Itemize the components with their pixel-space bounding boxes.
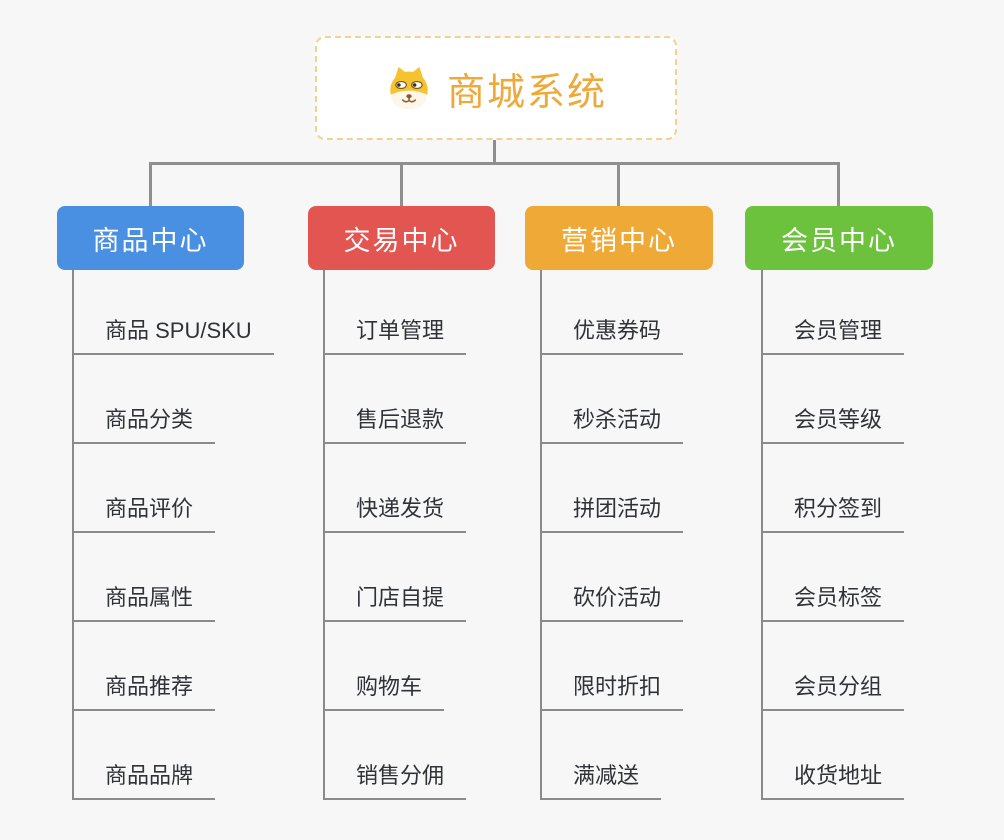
connector-drop-trade: [400, 162, 403, 207]
connector-drop-product: [149, 162, 152, 207]
branch-label: 会员中心: [781, 225, 897, 256]
leaf-node[interactable]: 收货地址: [761, 763, 905, 800]
leaf-node[interactable]: 订单管理: [323, 318, 467, 355]
leaf-node[interactable]: 商品分类: [72, 407, 216, 444]
leaf-node[interactable]: 商品属性: [72, 585, 216, 622]
leaf-node[interactable]: 优惠券码: [540, 318, 684, 355]
leaf-node[interactable]: 会员等级: [761, 407, 905, 444]
leaf-node[interactable]: 门店自提: [323, 585, 467, 622]
branch-node-marketing-center[interactable]: 营销中心: [525, 206, 713, 270]
connector-root-stub: [493, 140, 496, 163]
leaf-node[interactable]: 商品评价: [72, 496, 216, 533]
dog-face-icon: [385, 64, 433, 112]
leaf-node[interactable]: 快递发货: [323, 496, 467, 533]
leaf-node[interactable]: 商品推荐: [72, 674, 216, 711]
branch-children-trade-center: 订单管理 售后退款 快递发货 门店自提 购物车 销售分佣: [323, 270, 467, 800]
branch-label: 营销中心: [561, 225, 677, 256]
branch-node-product-center[interactable]: 商品中心: [57, 206, 244, 270]
branch-children-marketing-center: 优惠券码 秒杀活动 拼团活动 砍价活动 限时折扣 满减送: [540, 270, 684, 800]
branch-label: 商品中心: [92, 225, 209, 256]
leaf-node[interactable]: 秒杀活动: [540, 407, 684, 444]
root-title: 商城系统: [446, 71, 607, 114]
branch-children-product-center: 商品 SPU/SKU 商品分类 商品评价 商品属性 商品推荐 商品品牌: [72, 270, 274, 800]
branch-label: 交易中心: [343, 225, 460, 256]
leaf-node[interactable]: 砍价活动: [540, 585, 684, 622]
leaf-node[interactable]: 会员管理: [761, 318, 905, 355]
leaf-node[interactable]: 售后退款: [323, 407, 467, 444]
leaf-node[interactable]: 拼团活动: [540, 496, 684, 533]
connector-drop-marketing: [617, 162, 620, 207]
root-node[interactable]: 商城系统: [315, 36, 677, 140]
leaf-node[interactable]: 限时折扣: [540, 674, 684, 711]
leaf-node[interactable]: 积分签到: [761, 496, 905, 533]
leaf-node[interactable]: 商品品牌: [72, 763, 216, 800]
leaf-node[interactable]: 销售分佣: [323, 763, 467, 800]
leaf-node[interactable]: 会员标签: [761, 585, 905, 622]
branch-children-member-center: 会员管理 会员等级 积分签到 会员标签 会员分组 收货地址: [761, 270, 905, 800]
branch-node-trade-center[interactable]: 交易中心: [308, 206, 495, 270]
leaf-node[interactable]: 会员分组: [761, 674, 905, 711]
leaf-node[interactable]: 商品 SPU/SKU: [72, 318, 274, 355]
leaf-node[interactable]: 购物车: [323, 674, 445, 711]
branch-node-member-center[interactable]: 会员中心: [745, 206, 933, 270]
leaf-node[interactable]: 满减送: [540, 763, 662, 800]
connector-horizontal: [149, 162, 840, 165]
connector-drop-member: [837, 162, 840, 207]
